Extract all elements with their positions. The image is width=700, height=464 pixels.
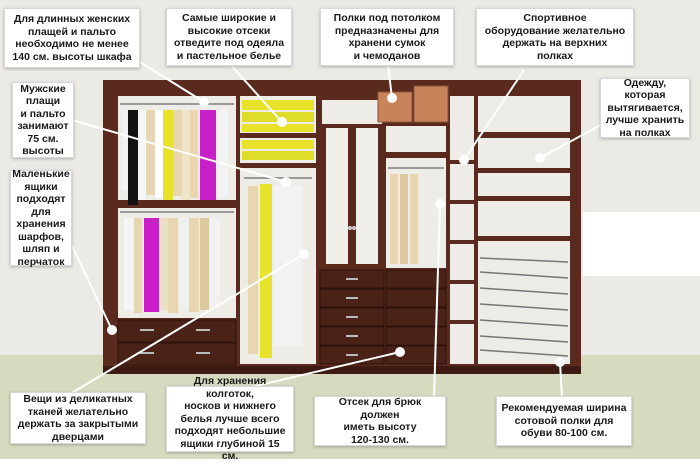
callout-ceiling-shelves: Полки под потолком предназначены для хра… xyxy=(320,8,454,66)
pointer-lines xyxy=(69,61,611,399)
trousers-shelf xyxy=(386,152,446,158)
callout-wide-tall-sections: Самые широкие и высокие отсеки отведите … xyxy=(166,8,292,66)
callout-tights-drawers: Для хранения колготок, носков и нижнего … xyxy=(166,375,294,462)
callout-mens-coats: Мужские плащи и пальто занимают 75 см. в… xyxy=(12,82,74,158)
callout-long-coats: Для длинных женских плащей и пальто необ… xyxy=(4,8,140,68)
long-hanging-clothes xyxy=(248,184,302,358)
narrow-shelves xyxy=(450,96,474,364)
lower-hanging-clothes xyxy=(124,218,220,313)
left-drawers xyxy=(117,319,237,366)
center-drawers xyxy=(319,269,385,365)
callout-shoe-shelf: Рекомендуемая ширина сотовой полки для о… xyxy=(496,396,632,446)
hanging-trousers xyxy=(390,174,418,264)
center-doors xyxy=(320,96,384,268)
right-center-drawers xyxy=(385,269,447,365)
callout-stretch-clothes: Одежду, которая вытягивается, лучше хран… xyxy=(600,77,690,139)
callout-small-drawers: Маленькие ящики подходят для хранения ша… xyxy=(10,168,72,268)
shoe-racks xyxy=(479,257,569,357)
callout-sports-gear: Спортивное оборудование желательно держа… xyxy=(476,8,634,66)
wall-panel xyxy=(583,212,700,276)
wardrobe-plinth xyxy=(103,366,581,374)
suitcases xyxy=(377,85,449,123)
right-shelves xyxy=(478,96,570,364)
left-divider-shelf xyxy=(118,200,236,208)
callout-trousers-compartment: Отсек для брюк должен иметь высоту 120-1… xyxy=(314,396,446,446)
callout-delicate-fabrics: Вещи из деликатных тканей желательно дер… xyxy=(10,392,146,444)
upper-hanging-clothes xyxy=(122,110,228,205)
